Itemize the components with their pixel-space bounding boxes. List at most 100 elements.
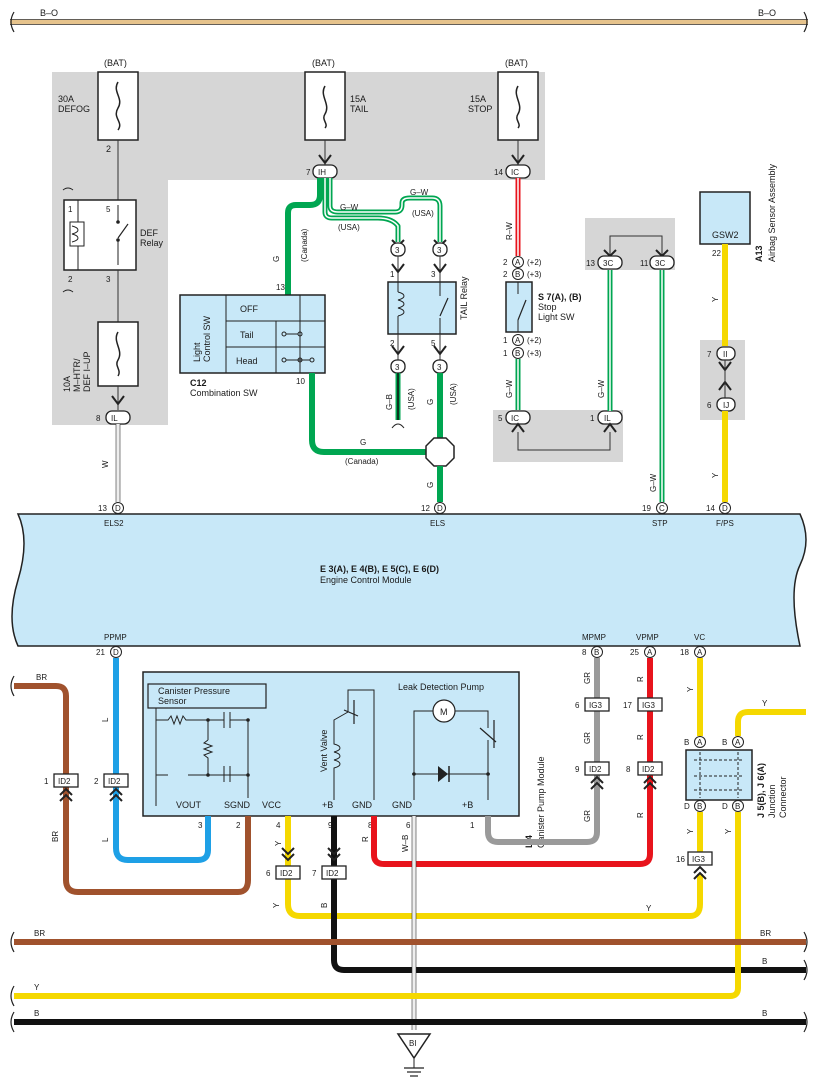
- svg-text:B: B: [697, 802, 702, 811]
- fuse-tail: (BAT) 15A TAIL: [304, 58, 368, 141]
- svg-text:(USA): (USA): [407, 388, 416, 410]
- svg-text:B: B: [515, 270, 520, 279]
- svg-text:J 5(B), J 6(A): J 5(B), J 6(A): [756, 763, 766, 818]
- svg-text:(+2): (+2): [527, 258, 542, 267]
- svg-text:9: 9: [575, 765, 580, 774]
- connector-3c-11: 3C 11: [640, 249, 675, 270]
- svg-text:IG3: IG3: [692, 855, 705, 864]
- connector-3-a: 3: [390, 239, 406, 257]
- svg-text:D: D: [437, 504, 443, 513]
- connector-ig3-6: IG3 6: [575, 697, 610, 712]
- svg-text:STOP: STOP: [468, 104, 492, 114]
- svg-text:R–W: R–W: [505, 222, 514, 240]
- svg-text:B: B: [762, 957, 767, 966]
- junction-connector: A B A B B D B D J 5(B), J 6(A) Junction …: [684, 736, 788, 818]
- svg-text:G–W: G–W: [649, 473, 658, 492]
- svg-text:Y: Y: [711, 296, 720, 302]
- svg-text:10A: 10A: [62, 376, 72, 392]
- svg-text:A: A: [735, 738, 741, 747]
- wire-g-comb-to-junction: [309, 373, 428, 455]
- svg-text:3: 3: [431, 270, 436, 279]
- shaded-region-left: [52, 72, 545, 425]
- svg-text:6: 6: [707, 401, 712, 410]
- svg-text:G: G: [272, 256, 281, 262]
- ecm-pin-fps: D 14 F/PS: [706, 502, 734, 528]
- svg-text:F/PS: F/PS: [716, 519, 734, 528]
- svg-text:Y: Y: [274, 840, 283, 846]
- svg-text:5: 5: [498, 414, 503, 423]
- connector-id2-2: ID2 2: [94, 773, 129, 802]
- bus-bo-label-right: B–O: [758, 8, 776, 18]
- svg-text:9: 9: [328, 821, 333, 830]
- svg-text:(BAT): (BAT): [104, 58, 127, 68]
- svg-text:(+3): (+3): [527, 349, 542, 358]
- svg-text:STP: STP: [652, 519, 668, 528]
- canister-pump-module: Canister Pressure Sensor VOUT SGND VCC +…: [142, 671, 546, 848]
- svg-text:6: 6: [266, 869, 271, 878]
- svg-text:19: 19: [642, 504, 651, 513]
- svg-text:IG3: IG3: [589, 701, 602, 710]
- svg-text:ID2: ID2: [642, 765, 655, 774]
- svg-text:A: A: [647, 648, 653, 657]
- svg-text:BI: BI: [409, 1039, 417, 1048]
- svg-text:W–B: W–B: [401, 835, 410, 852]
- svg-text:(+2): (+2): [527, 336, 542, 345]
- svg-text:6: 6: [575, 701, 580, 710]
- svg-text:14: 14: [494, 168, 503, 177]
- svg-text:ID2: ID2: [280, 869, 293, 878]
- connector-3-c: 3: [390, 359, 406, 374]
- svg-text:Canister Pressure: Canister Pressure: [158, 686, 230, 696]
- svg-text:8: 8: [626, 765, 631, 774]
- svg-text:BR: BR: [36, 673, 47, 682]
- tail-relay: 1 3 2 5 TAIL Relay: [387, 270, 469, 348]
- svg-text:GND: GND: [392, 800, 413, 810]
- svg-text:Airbag Sensor Assembly: Airbag Sensor Assembly: [767, 163, 777, 262]
- svg-text:Tail: Tail: [240, 330, 254, 340]
- svg-text:8: 8: [368, 821, 373, 830]
- svg-text:G–B: G–B: [385, 394, 394, 410]
- svg-text:M–HTR/: M–HTR/: [72, 358, 82, 392]
- svg-text:VPMP: VPMP: [636, 633, 659, 642]
- svg-text:10: 10: [296, 377, 305, 386]
- svg-text:R: R: [636, 734, 645, 740]
- svg-text:3C: 3C: [655, 259, 665, 268]
- svg-text:R: R: [636, 676, 645, 682]
- svg-text:A: A: [515, 336, 521, 345]
- svg-text:ID2: ID2: [589, 765, 602, 774]
- svg-text:8: 8: [582, 648, 587, 657]
- svg-text:(Canada): (Canada): [300, 228, 309, 262]
- svg-text:Y: Y: [686, 828, 695, 834]
- svg-text:1: 1: [390, 270, 395, 279]
- connector-ig3-16: IG3 16: [676, 851, 713, 880]
- svg-text:B: B: [34, 1009, 39, 1018]
- svg-text:L: L: [101, 837, 110, 842]
- svg-text:Canister Pump Module: Canister Pump Module: [536, 756, 546, 848]
- svg-text:B: B: [735, 802, 740, 811]
- svg-text:ELS2: ELS2: [104, 519, 124, 528]
- svg-text:1: 1: [44, 777, 49, 786]
- airbag-sensor: GSW2 22 A13 Airbag Sensor Assembly: [699, 163, 777, 262]
- svg-text:8: 8: [96, 414, 101, 423]
- svg-text:II: II: [723, 350, 727, 359]
- svg-text:7: 7: [306, 168, 311, 177]
- svg-text:7: 7: [707, 350, 712, 359]
- svg-text:IC: IC: [511, 168, 519, 177]
- svg-text:D: D: [115, 504, 121, 513]
- svg-text:15A: 15A: [350, 94, 366, 104]
- svg-text:1: 1: [503, 336, 508, 345]
- svg-text:(USA): (USA): [449, 383, 458, 405]
- svg-text:Y: Y: [724, 828, 733, 834]
- svg-text:C: C: [659, 504, 665, 513]
- svg-text:IH: IH: [318, 168, 326, 177]
- ecm-pin-vpmp: VPMP A 25: [630, 633, 659, 658]
- svg-text:IL: IL: [111, 414, 118, 423]
- def-relay: 1 5 2 3 DEF Relay: [63, 199, 164, 284]
- connector-ii: II 7: [707, 346, 736, 398]
- svg-text:ID2: ID2: [326, 869, 339, 878]
- svg-text:R: R: [636, 812, 645, 818]
- svg-text:1: 1: [590, 414, 595, 423]
- svg-text:2: 2: [236, 821, 241, 830]
- svg-text:6: 6: [406, 821, 411, 830]
- svg-text:IL: IL: [604, 414, 611, 423]
- svg-text:3: 3: [395, 363, 400, 372]
